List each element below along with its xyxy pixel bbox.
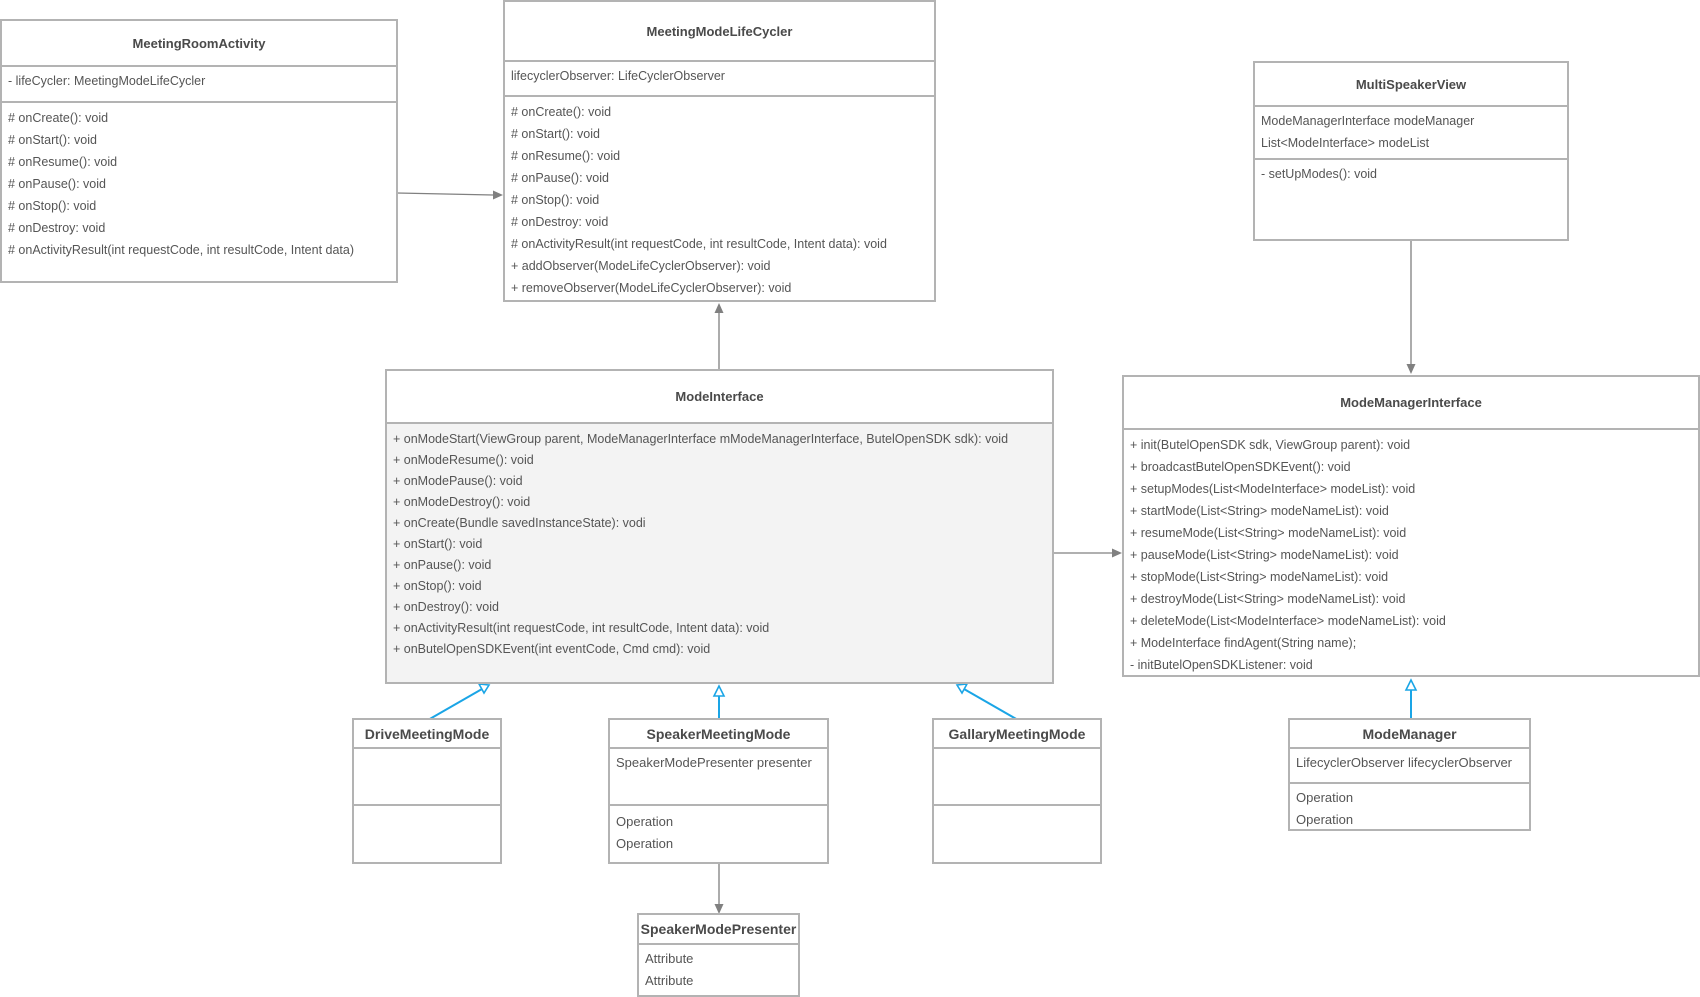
operation-row: + onCreate(Bundle savedInstanceState): v… [393,516,646,530]
class-meeting-room-activity: MeetingRoomActivity - lifeCycler: Meetin… [0,19,398,283]
operation-row: # onDestroy: void [511,215,609,229]
class-multi-speaker-view: MultiSpeakerView ModeManagerInterface mo… [1253,61,1569,241]
operation-row: # onActivityResult(int requestCode, int … [511,237,887,251]
operation-row: # onCreate(): void [8,111,109,125]
operation-row: + stopMode(List<String> modeNameList): v… [1130,570,1389,584]
class-title: MeetingModeLifeCycler [646,23,793,39]
operation-row: Operation [1296,790,1354,805]
operation-row: + pauseMode(List<String> modeNameList): … [1130,548,1399,562]
operation-row: + startMode(List<String> modeNameList): … [1130,504,1389,518]
class-mode-interface: ModeInterface + onModeStart(ViewGroup pa… [385,369,1054,684]
class-title: ModeManager [1362,725,1457,742]
operation-row: # onStop(): void [8,199,97,213]
operation-row: # onResume(): void [8,155,118,169]
class-mode-manager-interface: ModeManagerInterface + init(ButelOpenSDK… [1122,375,1700,677]
attributes-section: - lifeCycler: MeetingModeLifeCycler [2,65,396,101]
attribute-row: ModeManagerInterface modeManager [1261,114,1475,128]
class-mode-manager: ModeManager LifecyclerObserver lifecycle… [1288,718,1531,831]
operations-section: # onCreate(): void # onStart(): void # o… [505,95,934,302]
operation-row: + addObserver(ModeLifeCyclerObserver): v… [511,259,771,273]
class-speaker-mode-presenter: SpeakerModePresenter Attribute Attribute [637,913,800,997]
operation-row: + removeObserver(ModeLifeCyclerObserver)… [511,281,792,295]
operation-row: Operation [616,836,674,851]
attribute-row: lifecyclerObserver: LifeCyclerObserver [511,69,725,83]
realization-speaker-to-modeinterface [712,684,726,720]
attribute-row: Attribute [645,973,694,988]
operation-row: - setUpModes(): void [1261,167,1378,181]
association-modeinterface-to-modemanager [1053,548,1122,558]
class-title: MultiSpeakerView [1355,76,1467,92]
operation-row: # onPause(): void [8,177,106,191]
attributes-section: LifecyclerObserver lifecyclerObserver [1290,747,1529,782]
class-drive-meeting-mode: DriveMeetingMode [352,718,502,864]
attributes-section: lifecyclerObserver: LifeCyclerObserver [505,60,934,95]
operation-row: + resumeMode(List<String> modeNameList):… [1130,526,1407,540]
operations-section: + onModeStart(ViewGroup parent, ModeMana… [387,422,1052,682]
operation-row: + onDestroy(): void [393,600,499,614]
operation-row: + init(ButelOpenSDK sdk, ViewGroup paren… [1130,438,1411,452]
attribute-row: LifecyclerObserver lifecyclerObserver [1296,755,1513,770]
operation-row: + deleteMode(List<ModeInterface> modeNam… [1130,614,1446,628]
operation-row: + onPause(): void [393,558,492,572]
attributes-section: Attribute Attribute [639,943,798,995]
realization-drive-to-modeinterface [427,683,491,721]
operation-row: + onModePause(): void [393,474,523,488]
operation-row: # onStart(): void [511,127,600,141]
class-title: ModeManagerInterface [1340,395,1482,410]
attribute-row: List<ModeInterface> modeList [1261,136,1430,150]
operation-row: # onDestroy: void [8,221,106,235]
operation-row: Operation [616,814,674,829]
association-speakermode-to-presenter [714,864,724,914]
operation-row: + onActivityResult(int requestCode, int … [393,621,770,635]
operations-section: - setUpModes(): void [1255,158,1567,188]
attribute-row: - lifeCycler: MeetingModeLifeCycler [8,74,206,88]
attributes-section: SpeakerModePresenter presenter [610,747,827,804]
operation-row: + onStart(): void [393,537,483,551]
attribute-row: SpeakerModePresenter presenter [616,755,812,770]
operation-row: # onStart(): void [8,133,97,147]
class-title: SpeakerModePresenter [640,921,797,937]
operations-section [354,804,500,862]
association-multispeaker-to-modemanager [1406,240,1416,374]
attributes-section: ModeManagerInterface modeManager List<Mo… [1255,105,1567,158]
operations-section: # onCreate(): void # onStart(): void # o… [2,101,396,264]
association-modeinterface-to-lifecycler [714,303,724,369]
operations-section: Operation Operation [610,804,827,862]
attribute-row: Attribute [645,951,694,966]
operation-row: + setupModes(List<ModeInterface> modeLis… [1130,482,1416,496]
operation-row: + onModeResume(): void [393,453,534,467]
operations-section [934,804,1100,862]
operation-row: + onModeDestroy(): void [393,495,531,509]
operation-row: # onResume(): void [511,149,621,163]
class-title: SpeakerMeetingMode [646,725,791,742]
operation-row: # onStop(): void [511,193,600,207]
operation-row: + broadcastButelOpenSDKEvent(): void [1130,460,1351,474]
class-title: DriveMeetingMode [364,725,490,742]
operation-row: + ModeInterface findAgent(String name); [1130,636,1357,650]
operation-row: # onCreate(): void [511,105,612,119]
operation-row: - initButelOpenSDKListener: void [1130,658,1313,672]
operation-row: # onActivityResult(int requestCode, int … [8,243,355,257]
operation-row: + destroyMode(List<String> modeNameList)… [1130,592,1406,606]
operation-row: + onButelOpenSDKEvent(int eventCode, Cmd… [393,642,711,656]
operation-row: + onStop(): void [393,579,482,593]
association-activity-to-lifecycler [396,190,503,200]
attributes-section [354,747,500,804]
operation-row: + onModeStart(ViewGroup parent, ModeMana… [393,432,1009,446]
realization-gallary-to-modeinterface [955,683,1019,721]
operation-row: # onPause(): void [511,171,609,185]
class-title: ModeInterface [675,389,764,404]
operation-row: Operation [1296,812,1354,827]
attributes-section [934,747,1100,804]
class-meeting-mode-lifecycler: MeetingModeLifeCycler lifecyclerObserver… [503,0,936,302]
realization-modemanager-to-interface [1404,678,1418,720]
class-speaker-meeting-mode: SpeakerMeetingMode SpeakerModePresenter … [608,718,829,864]
operations-section: Operation Operation [1290,782,1529,829]
class-title: MeetingRoomActivity [132,35,266,51]
class-title: GallaryMeetingMode [948,725,1086,742]
class-gallary-meeting-mode: GallaryMeetingMode [932,718,1102,864]
operations-section: + init(ButelOpenSDK sdk, ViewGroup paren… [1124,428,1698,679]
